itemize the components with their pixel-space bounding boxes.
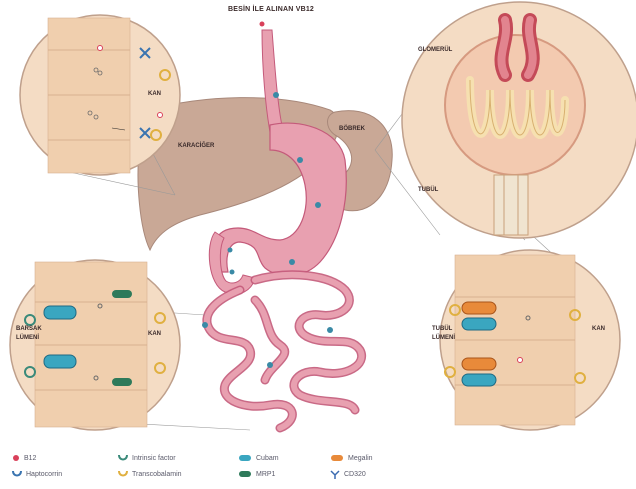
b12-dot-icon [12,454,20,462]
legend-label: Haptocorrin [26,471,62,478]
legend-label: Intrinsic factor [132,455,176,462]
diagram-title: BESİN İLE ALINAN VB12 [228,6,314,13]
legend-label: Transcobalamin [132,471,182,478]
legend: B12 Intrinsic factor Cubam Megalin Hapto… [8,450,628,486]
cubam-icon [238,454,252,462]
blood-label-liver: KAN [148,91,161,97]
legend-item-mrp1: MRP1 [238,470,275,478]
legend-label: MRP1 [256,471,275,478]
haptocorrin-icon [12,470,22,478]
small-intestine-fill [207,275,362,428]
liver-label: KARACİĞER [178,143,214,149]
legend-item-megalin: Megalin [330,454,373,462]
megalin-icon [330,454,344,462]
legend-item-transcobalamin: Transcobalamin [118,470,182,478]
glomerule-zoom-circle [402,2,636,238]
legend-label: CD320 [344,471,366,478]
legend-item-b12: B12 [12,454,36,462]
legend-item-cd320: CD320 [330,470,366,479]
intestinal-lumen-label: BARSAK LÜMENİ [16,325,46,343]
intrinsic-factor-icon [118,454,128,462]
legend-item-intrinsic-factor: Intrinsic factor [118,454,176,462]
kidney-label: BÖBREK [339,126,365,132]
tubule-zoom-circle [440,250,620,430]
legend-label: B12 [24,455,36,462]
tubule-label: TUBÜL [418,187,438,193]
glomerule-label: GLOMERÜL [418,47,452,53]
transcobalamin-icon [118,470,128,478]
cd320-icon [330,470,340,479]
blood-label-intestine: KAN [148,331,161,337]
legend-label: Megalin [348,455,373,462]
legend-item-cubam: Cubam [238,454,279,462]
tubular-lumen-label: TUBÜL LÜMENİ [432,325,462,343]
legend-item-haptocorrin: Haptocorrin [12,470,62,478]
intestine-zoom-circle [10,260,180,430]
blood-label-kidney: KAN [592,326,605,332]
mrp1-icon [238,470,252,478]
legend-label: Cubam [256,455,279,462]
